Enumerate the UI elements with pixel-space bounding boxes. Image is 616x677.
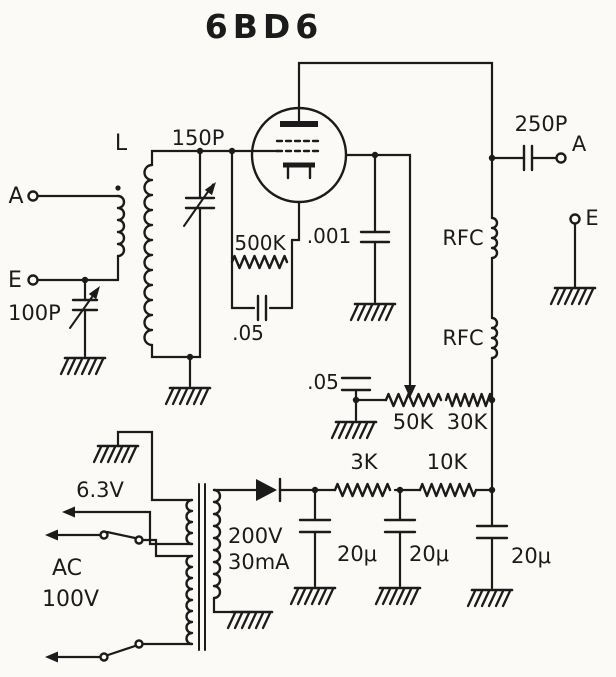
ground-hv bbox=[226, 610, 274, 630]
ground-100p bbox=[59, 356, 107, 376]
rfc-bottom-label: RFC bbox=[442, 326, 483, 350]
ground-heater bbox=[92, 444, 140, 464]
cap-150p-label: 150P bbox=[172, 126, 225, 150]
ground-001 bbox=[349, 302, 397, 322]
cap-20uf-3 bbox=[475, 524, 509, 540]
cap-20uf-3-label: 20μ bbox=[511, 544, 551, 568]
resistor-500k-label: 500K bbox=[234, 231, 286, 255]
rfc-choke-top bbox=[490, 216, 499, 260]
cap-05-grid-label: .05 bbox=[232, 321, 264, 345]
heater-winding bbox=[185, 498, 194, 546]
power-transformer bbox=[185, 483, 222, 651]
wires bbox=[36, 61, 577, 659]
ac-switch-top bbox=[99, 530, 144, 545]
ground-symbols bbox=[59, 286, 597, 630]
coil-polarity-dot bbox=[115, 185, 121, 191]
ac-lead-arrow-top bbox=[45, 529, 58, 541]
cap-05-grid bbox=[256, 294, 268, 322]
terminal-a-left bbox=[27, 190, 39, 202]
tube-envelope bbox=[250, 106, 348, 204]
ground-filter-1 bbox=[289, 586, 337, 606]
cap-05-screen bbox=[340, 376, 372, 392]
junction-dots bbox=[81, 147, 496, 494]
cap-20uf-2 bbox=[383, 518, 417, 534]
resistor-3k bbox=[333, 482, 392, 498]
terminal-a-right-label: A bbox=[572, 132, 587, 156]
tube-type-title: 6BD6 bbox=[205, 7, 323, 46]
ground-filter-3 bbox=[466, 588, 514, 608]
resistor-50k-label: 50K bbox=[393, 410, 435, 434]
resistor-500k bbox=[230, 254, 289, 270]
resistor-30k-label: 30K bbox=[447, 410, 489, 434]
ht-current-label: 30mA bbox=[228, 550, 290, 574]
resistor-3k-label: 3K bbox=[350, 450, 378, 474]
terminal-e-right-label: E bbox=[585, 206, 598, 230]
mains-voltage-label: 100V bbox=[42, 587, 99, 612]
cap-20uf-1 bbox=[298, 518, 332, 534]
hv-secondary-winding bbox=[212, 488, 222, 600]
heater-voltage-label: 6.3V bbox=[76, 478, 124, 502]
rectifier-diode bbox=[256, 477, 282, 503]
cap-20uf-1-label: 20μ bbox=[337, 542, 377, 566]
resistor-10k-label: 10K bbox=[427, 450, 469, 474]
cap-100p-variable bbox=[69, 286, 100, 329]
ht-voltage-label: 200V bbox=[228, 524, 283, 548]
rfc-top-label: RFC bbox=[442, 226, 483, 250]
ac-switch-bottom bbox=[99, 639, 144, 662]
vacuum-tube bbox=[250, 106, 348, 204]
regeneration-wiper-arrow bbox=[404, 385, 416, 398]
ground-e-right bbox=[549, 286, 597, 306]
cap-250p-label: 250P bbox=[515, 112, 568, 136]
cap-250p bbox=[522, 144, 534, 172]
terminal-a-right bbox=[555, 152, 567, 164]
resistor-30k bbox=[444, 392, 494, 408]
antenna-coil bbox=[115, 185, 126, 258]
resistor-10k bbox=[418, 482, 478, 498]
cap-150p-variable bbox=[183, 182, 216, 227]
cap-20uf-2-label: 20μ bbox=[409, 542, 449, 566]
ground-05-screen bbox=[330, 420, 378, 440]
terminal-a-left-label: A bbox=[8, 184, 23, 209]
cap-100p-label: 100P bbox=[8, 301, 61, 325]
heater-lead-arrow bbox=[62, 506, 75, 518]
rfc-choke-bottom bbox=[490, 316, 499, 360]
variable-arrow bbox=[88, 286, 100, 300]
cap-001-label: .001 bbox=[307, 224, 352, 248]
mains-primary-winding bbox=[185, 554, 194, 646]
terminal-e-left-label: E bbox=[8, 268, 22, 293]
resistor-50k bbox=[384, 392, 443, 408]
terminal-e-right bbox=[569, 213, 581, 225]
tank-coil bbox=[143, 163, 154, 347]
variable-arrow bbox=[204, 182, 216, 196]
ground-tank bbox=[164, 386, 212, 406]
mains-ac-label: AC bbox=[52, 556, 82, 581]
coil-label: L bbox=[115, 131, 128, 156]
cap-05-screen-label: .05 bbox=[307, 370, 339, 394]
ground-filter-2 bbox=[374, 586, 422, 606]
cap-001 bbox=[359, 230, 391, 244]
ac-lead-arrow-bottom bbox=[45, 651, 58, 663]
terminal-e-left bbox=[27, 274, 39, 286]
